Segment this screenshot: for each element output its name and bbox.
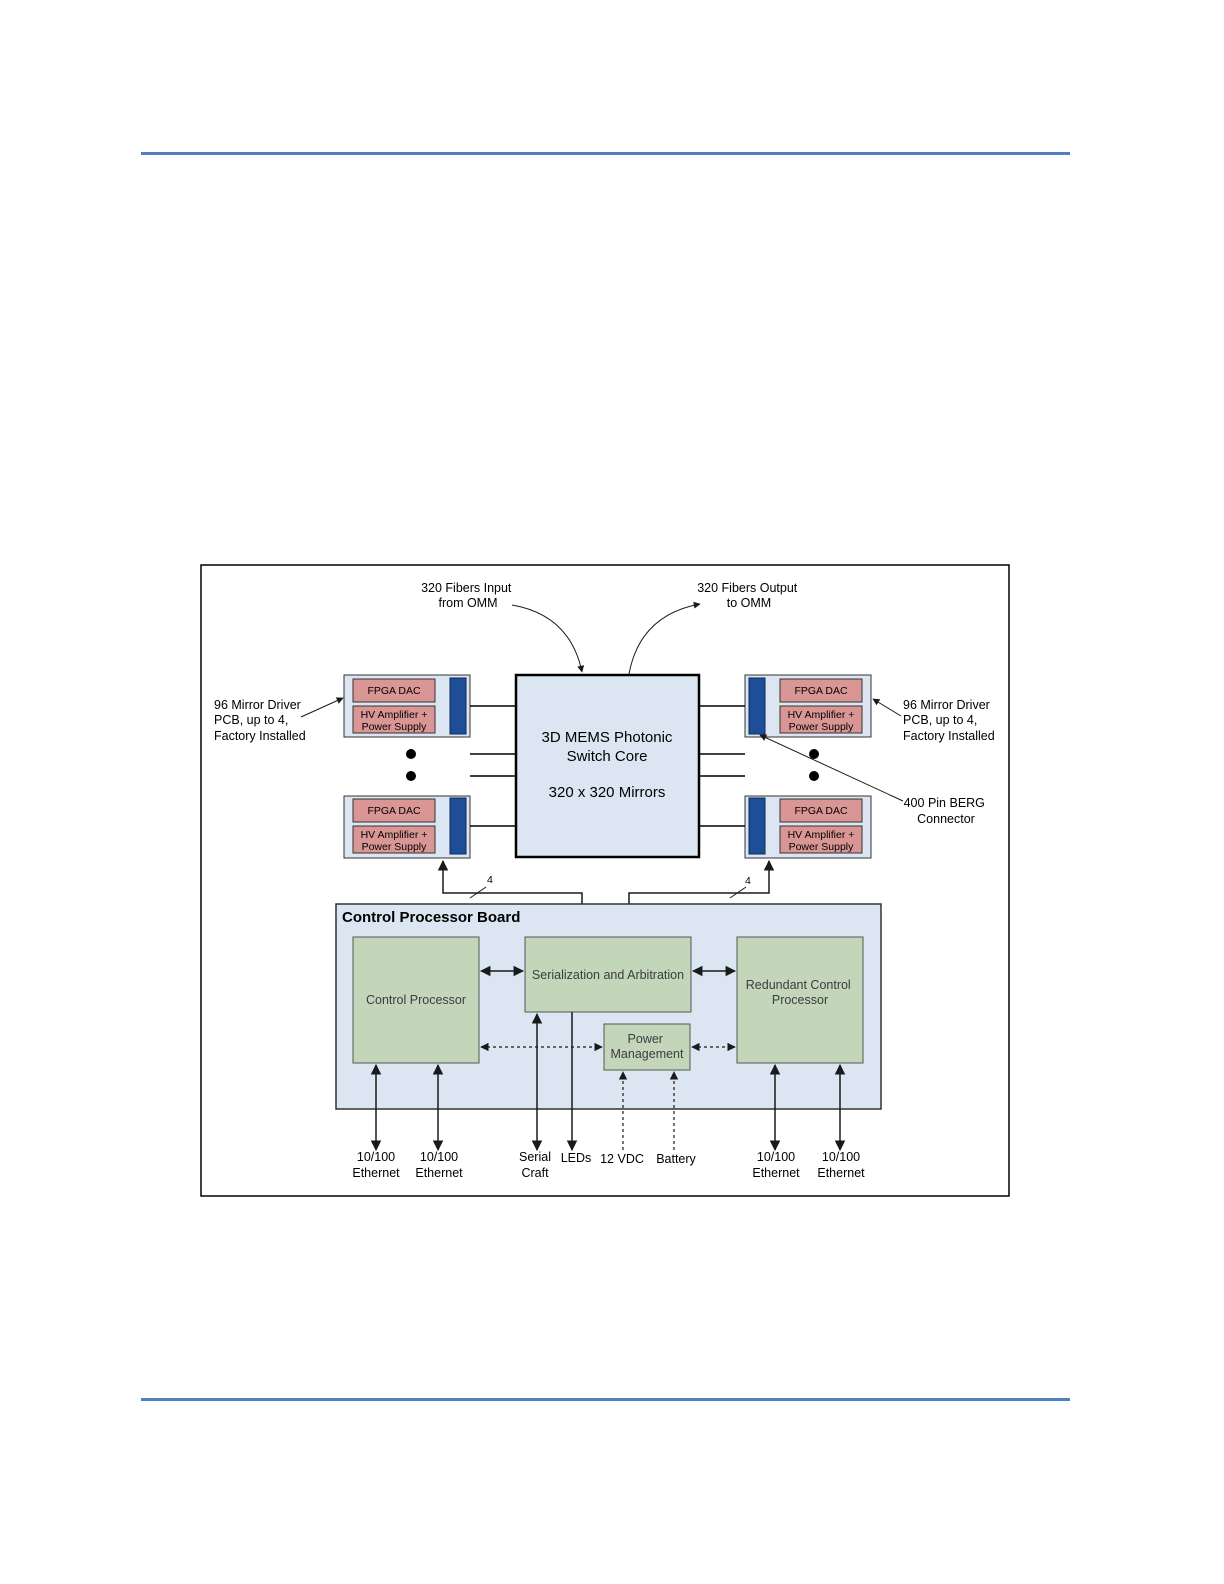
berg-connector — [449, 677, 467, 735]
core-line-1: 3D MEMS Photonic — [542, 729, 673, 746]
fibers-output-arrow — [628, 601, 701, 675]
berg-connector — [748, 677, 766, 735]
redundant-processor-label: Redundant Control Processor — [746, 978, 854, 1007]
serialization-label: Serialization and Arbitration — [532, 968, 684, 982]
core-line-2: Switch Core — [567, 748, 648, 765]
hv-amplifier-label: HV Amplifier +Power Supply — [361, 829, 428, 853]
serialization-block — [524, 936, 692, 1013]
mirror-driver-arrow-left — [300, 697, 344, 718]
power-management-block — [603, 1023, 691, 1071]
port-12vdc: 12 VDC — [600, 1152, 644, 1166]
fpga-dac-label: FPGA DAC — [367, 805, 421, 817]
fibers-input-label: 320 Fibers Input from OMM — [421, 581, 515, 610]
fibers-output-label: 320 Fibers Output to OMM — [697, 581, 801, 610]
header-rule — [141, 152, 1070, 155]
bus-width-left: 4 — [487, 874, 493, 886]
power-management-label: Power Management — [611, 1032, 684, 1061]
driver-card-top-left: FPGA DAC HV Amplifier +Power Supply — [343, 674, 471, 738]
driver-card-top-right: FPGA DAC HV Amplifier +Power Supply — [744, 674, 872, 738]
core-card-links — [470, 705, 745, 827]
redundant-processor-block — [736, 936, 864, 1064]
core-line-3: 320 x 320 Mirrors — [549, 784, 666, 801]
bus-width-right: 4 — [745, 875, 751, 887]
fpga-dac-label: FPGA DAC — [367, 685, 421, 697]
mems-switch-core — [514, 673, 701, 859]
bus-slash-right — [729, 886, 747, 899]
hv-amplifier-label: HV Amplifier +Power Supply — [361, 709, 428, 733]
berg-connector — [748, 797, 766, 855]
control-processor-block — [352, 936, 480, 1064]
berg-connector — [449, 797, 467, 855]
control-processor-label: Control Processor — [366, 993, 466, 1007]
mirror-driver-note-left: 96 Mirror Driver PCB, up to 4, Factory I… — [214, 698, 306, 743]
mirror-driver-arrow-right — [872, 698, 902, 717]
driver-card-bottom-left: FPGA DAC HV Amplifier +Power Supply — [343, 795, 471, 859]
more-cards-dots — [406, 749, 819, 781]
berg-connector-label: 400 Pin BERG Connector — [904, 796, 989, 826]
hv-amplifier-label: HV Amplifier +Power Supply — [788, 829, 855, 853]
footer-rule — [141, 1398, 1070, 1401]
fpga-dac-label: FPGA DAC — [794, 685, 848, 697]
berg-connector-arrow — [759, 734, 904, 802]
fpga-dac-label: FPGA DAC — [794, 805, 848, 817]
mirror-driver-note-right: 96 Mirror Driver PCB, up to 4, Factory I… — [903, 698, 995, 743]
fibers-input-arrow — [511, 604, 585, 673]
port-battery: Battery — [656, 1152, 696, 1166]
board-title: Control Processor Board — [342, 909, 520, 926]
driver-card-bottom-right: FPGA DAC HV Amplifier +Power Supply — [744, 795, 872, 859]
bus-slash-left — [469, 886, 487, 899]
hv-amplifier-label: HV Amplifier +Power Supply — [788, 709, 855, 733]
port-leds: LEDs — [561, 1151, 592, 1165]
